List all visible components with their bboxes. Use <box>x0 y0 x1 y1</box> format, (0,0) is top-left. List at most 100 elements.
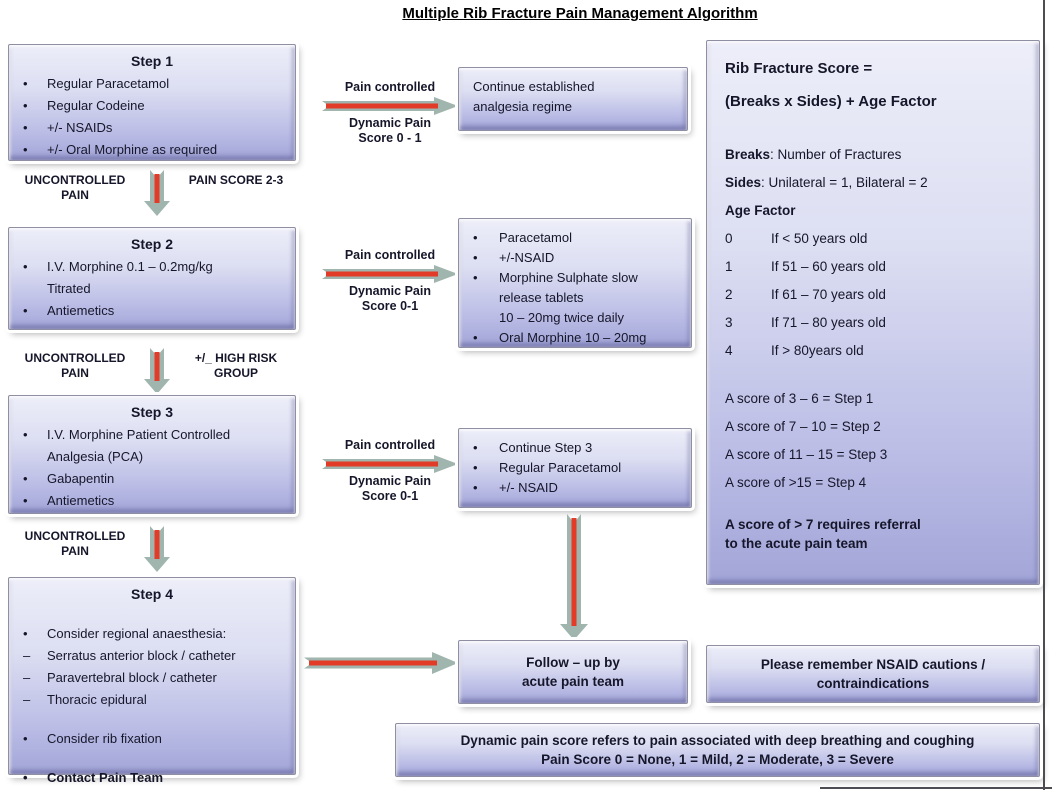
definition-line: Sides: Unilateral = 1, Bilateral = 2 <box>725 175 928 190</box>
box-line: •Regular Codeine <box>9 95 295 117</box>
step4-box: Step 4 •Consider regional anaesthesia:–S… <box>8 577 296 785</box>
step1-box: Step 1 •Regular Paracetamol•Regular Code… <box>8 44 296 161</box>
bullet-marker: • <box>23 303 28 318</box>
pain-label: PAIN <box>61 366 89 380</box>
bullet-marker: • <box>23 259 28 274</box>
connector-step3-step4: UNCONTROLLED PAIN <box>8 526 296 574</box>
step1-title: Step 1 <box>130 53 173 69</box>
score-formula-line1: Rib Fracture Score = <box>725 60 873 77</box>
box-line: •Antiemetics <box>9 490 295 512</box>
rib-fracture-score-panel: Rib Fracture Score = (Breaks x Sides) + … <box>706 40 1040 585</box>
bullet-marker <box>473 308 499 328</box>
bullet-marker: • <box>23 731 28 746</box>
box-line <box>9 606 295 623</box>
right-arrow-icon <box>322 97 458 115</box>
uncontrolled-label: UNCONTROLLED <box>24 529 126 543</box>
step3-title: Step 3 <box>130 404 173 420</box>
box-line: •+/-NSAID <box>459 248 691 268</box>
pain-controlled-arrow-1: Pain controlled Dynamic Pain Score 0 - 1 <box>322 80 458 146</box>
note-line2: Pain Score 0 = None, 1 = Mild, 2 = Moder… <box>541 752 894 767</box>
pain-label: PAIN <box>61 544 89 558</box>
box-line: analgesia regime <box>473 99 573 114</box>
bullet-marker: • <box>473 460 478 475</box>
bullet-marker: • <box>473 270 478 285</box>
box-line: •Paracetamol <box>459 228 691 248</box>
box-line: •Contact Pain Team <box>9 767 295 789</box>
connector-step1-step2: UNCONTROLLED PAIN PAIN SCORE 2-3 <box>8 170 296 218</box>
pain-controlled-arrow-2: Pain controlled Dynamic Pain Score 0-1 <box>322 248 458 314</box>
box-line: Continue established <box>473 79 595 94</box>
bullet-marker: • <box>23 471 28 486</box>
pain-controlled-label: Pain controlled <box>344 248 436 262</box>
box-line: •I.V. Morphine 0.1 – 0.2mg/kg <box>9 256 295 278</box>
nsaid-line1: Please remember NSAID cautions / <box>760 657 986 672</box>
pain-score-label: PAIN SCORE 2-3 <box>188 173 284 187</box>
box-line: •Consider regional anaesthesia: <box>9 623 295 645</box>
box-line: •I.V. Morphine Patient Controlled <box>9 424 295 446</box>
bullet-marker: • <box>23 76 28 91</box>
definition-line: Breaks: Number of Fractures <box>725 147 902 162</box>
nsaid-line2: contraindications <box>816 676 930 691</box>
page-border-bottom <box>820 787 1052 789</box>
box-line: •+/- NSAIDs <box>9 117 295 139</box>
bullet-marker: • <box>23 626 28 641</box>
box-line: •Regular Paracetamol <box>9 73 295 95</box>
bullet-marker: – <box>23 648 31 663</box>
pain-controlled-label: Pain controlled <box>344 438 436 452</box>
note-line1: Dynamic pain score refers to pain associ… <box>460 733 975 748</box>
bullet-marker <box>23 606 47 623</box>
continue-analgesia-box: Continue established analgesia regime <box>458 67 688 131</box>
bullet-marker: • <box>23 770 28 785</box>
down-arrow-icon <box>144 348 170 394</box>
down-arrow-icon <box>144 526 170 572</box>
bullet-marker: • <box>23 98 28 113</box>
bullet-marker <box>23 446 47 468</box>
box-line: •Continue Step 3 <box>459 438 691 458</box>
down-arrow-icon <box>144 170 170 216</box>
box-line: –Paravertebral block / catheter <box>9 667 295 689</box>
bullet-marker <box>23 278 47 300</box>
box-line: •Consider rib fixation <box>9 728 295 750</box>
bullet-marker <box>23 711 47 728</box>
uncontrolled-label: UNCONTROLLED <box>24 173 126 187</box>
step2-title: Step 2 <box>130 236 173 252</box>
bullet-marker: • <box>23 427 28 442</box>
box-line: 10 – 20mg twice daily <box>459 308 691 328</box>
box-line: •Gabapentin <box>9 468 295 490</box>
bullet-marker: • <box>473 230 478 245</box>
step3-controlled-box: •Continue Step 3•Regular Paracetamol•+/-… <box>458 428 692 508</box>
box-line: •+/- Oral Morphine as required <box>9 139 295 161</box>
bullet-marker: • <box>23 493 28 508</box>
step4-lines: •Consider regional anaesthesia:–Serratus… <box>9 604 295 789</box>
box-line: release tablets <box>459 288 691 308</box>
box-line <box>9 750 295 767</box>
definition-line: Age Factor <box>725 203 796 218</box>
box-line: Analgesia (PCA) <box>9 446 295 468</box>
step1-lines: •Regular Paracetamol•Regular Codeine•+/-… <box>9 71 295 161</box>
score-label: Score 0 - 1 <box>358 131 422 145</box>
step4-title: Step 4 <box>130 586 173 602</box>
score-formula-line2: (Breaks x Sides) + Age Factor <box>725 93 937 110</box>
dynamic-pain-label: Dynamic Pain <box>349 116 431 130</box>
bullet-marker: • <box>473 440 478 455</box>
box-line: •Regular Paracetamol <box>459 458 691 478</box>
bullet-marker <box>473 288 499 308</box>
box-line: •Morphine Sulphate slow <box>459 268 691 288</box>
page-border-right <box>1043 0 1045 790</box>
followup-box: Follow – up by acute pain team <box>458 640 688 704</box>
step2-controlled-box: •Paracetamol•+/-NSAID•Morphine Sulphate … <box>458 218 692 348</box>
score-map-line: A score of 7 – 10 = Step 2 <box>725 419 881 434</box>
down-arrow-long-icon <box>560 514 588 640</box>
connector-step2-step3: UNCONTROLLED PAIN +/_ HIGH RISK GROUP <box>8 348 296 396</box>
nsaid-cautions-box: Please remember NSAID cautions / contrai… <box>706 645 1040 703</box>
score-label: Score 0-1 <box>361 489 419 503</box>
box-line: •Antiemetics <box>9 300 295 322</box>
box-line: •+/- NSAID <box>459 478 691 498</box>
